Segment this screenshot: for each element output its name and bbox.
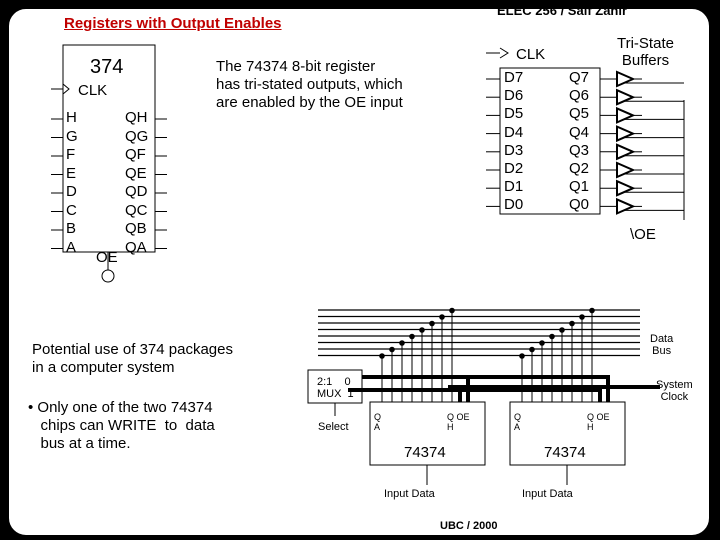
chip-374-output-label: QD: [125, 183, 148, 200]
tristate-buffer-triangle: [616, 179, 636, 197]
bus-junction-dot: [449, 307, 455, 314]
chip-374-input-label: F: [66, 146, 76, 163]
bus-junction-dot: [539, 340, 545, 346]
tristate-buffer-triangle: [616, 161, 636, 179]
chip-374-output-label: QE: [125, 164, 147, 182]
left-chip-label: 74374: [404, 444, 446, 461]
right-chip-qa-label: Q A: [514, 412, 522, 432]
oe-label: \OE: [630, 226, 656, 243]
chip-374-input-label: A: [66, 238, 77, 256]
chip-374-name: 374: [90, 56, 124, 78]
chip-374-clock-marker: [62, 83, 70, 95]
chip-374-oe-bubble: [101, 269, 115, 283]
tristate-input-label: D2: [504, 160, 524, 177]
tristate-register-box: [499, 67, 601, 215]
tristate-buffers-label: Tri-State Buffers: [617, 35, 674, 69]
chip-374-oe-label: OE: [96, 249, 118, 266]
tristate-output-label: Q1: [569, 178, 590, 196]
bus-junction-dot: [559, 327, 565, 333]
right-chip-qh-oe-label: Q OE H: [587, 412, 610, 432]
system-clock-label: System Clock: [656, 379, 693, 403]
chip-374-output-label: QC: [125, 201, 148, 219]
bus-junction-dot: [419, 327, 425, 333]
bus-junction-dot: [439, 314, 445, 320]
left-chip-qh-oe-label: Q OE H: [447, 412, 470, 432]
tristate-clock-marker: [499, 47, 509, 59]
footer-label: UBC / 2000: [440, 520, 498, 532]
bullet-point: • Only one of the two 74374 chips can WR…: [28, 399, 215, 452]
chip-374-output-label: QA: [125, 238, 147, 256]
chip-374-output-label: QH: [125, 109, 148, 126]
chip-374-output-label: QB: [125, 220, 147, 237]
tristate-output-label: Q7: [569, 69, 590, 86]
bus-junction-dot: [519, 353, 525, 359]
chip-374-clk-label: CLK: [78, 82, 108, 99]
bus-junction-dot: [399, 340, 405, 346]
bus-junction-dot: [529, 346, 535, 353]
tristate-input-label: D0: [504, 196, 524, 214]
chip-374-input-label: C: [66, 201, 77, 219]
course-header: ELEC 256 / Saif Zahir: [497, 3, 628, 18]
thick-wires: [348, 375, 660, 402]
tristate-output-label: Q5: [569, 105, 590, 123]
tristate-input-label: D5: [504, 105, 524, 123]
chip-374-box: [62, 44, 156, 253]
tristate-input-label: D6: [504, 87, 524, 105]
tristate-buffer-triangle: [616, 125, 636, 143]
chip-374-pins: [51, 118, 167, 249]
data-bus-label: Data Bus: [650, 333, 674, 357]
chip-374-input-label: B: [66, 220, 77, 237]
tristate-buffer-triangle: [616, 70, 636, 88]
chip-374-input-label: H: [66, 109, 77, 126]
chip-374-input-label: E: [66, 164, 77, 182]
register-description: The 74374 8-bit register has tri-stated …: [216, 58, 403, 111]
tristate-output-label: Q3: [569, 141, 590, 159]
tristate-buffer-triangle: [616, 88, 636, 106]
right-chip-label: 74374: [544, 444, 586, 461]
tristate-input-label: D4: [504, 123, 524, 141]
right-input-data-label: Input Data: [522, 488, 573, 500]
left-chip-qa-label: Q A: [374, 412, 382, 432]
tristate-buffer-triangle: [616, 106, 636, 124]
tristate-output-label: Q2: [569, 160, 590, 177]
slide-frame: [8, 8, 710, 536]
bus-junction-dot: [409, 333, 415, 340]
bus-junction-dot: [579, 314, 585, 320]
page-title: Registers with Output Enables: [64, 15, 282, 32]
tristate-buffer-triangle: [616, 143, 636, 161]
mux-label: 2:1 0 MUX 1: [317, 376, 354, 400]
tristate-output-label: Q4: [569, 123, 590, 141]
chip-374-input-label: G: [66, 127, 78, 145]
chip-374-input-label: D: [66, 183, 77, 200]
bus-junction-dot: [589, 307, 595, 314]
left-input-data-label: Input Data: [384, 488, 435, 500]
tristate-input-label: D3: [504, 141, 524, 159]
bus-junction-dot: [549, 333, 555, 340]
bus-junction-dot: [569, 320, 575, 327]
select-label: Select: [318, 421, 349, 433]
tristate-buffers: [486, 70, 684, 215]
bus-junction-dot: [389, 346, 395, 353]
bus-junction-dot: [429, 320, 435, 327]
chip-374-output-label: QG: [125, 127, 149, 145]
bus-junction-dot: [379, 353, 385, 359]
tristate-input-label: D1: [504, 178, 524, 196]
tristate-input-label: D7: [504, 69, 524, 86]
chip-374-output-label: QF: [125, 146, 146, 163]
tristate-output-label: Q6: [569, 87, 590, 105]
tristate-output-label: Q0: [569, 196, 590, 214]
tristate-buffer-triangle: [616, 197, 636, 215]
system-heading: Potential use of 374 packages in a compu…: [32, 341, 233, 376]
tristate-clk-label: CLK: [516, 46, 546, 63]
